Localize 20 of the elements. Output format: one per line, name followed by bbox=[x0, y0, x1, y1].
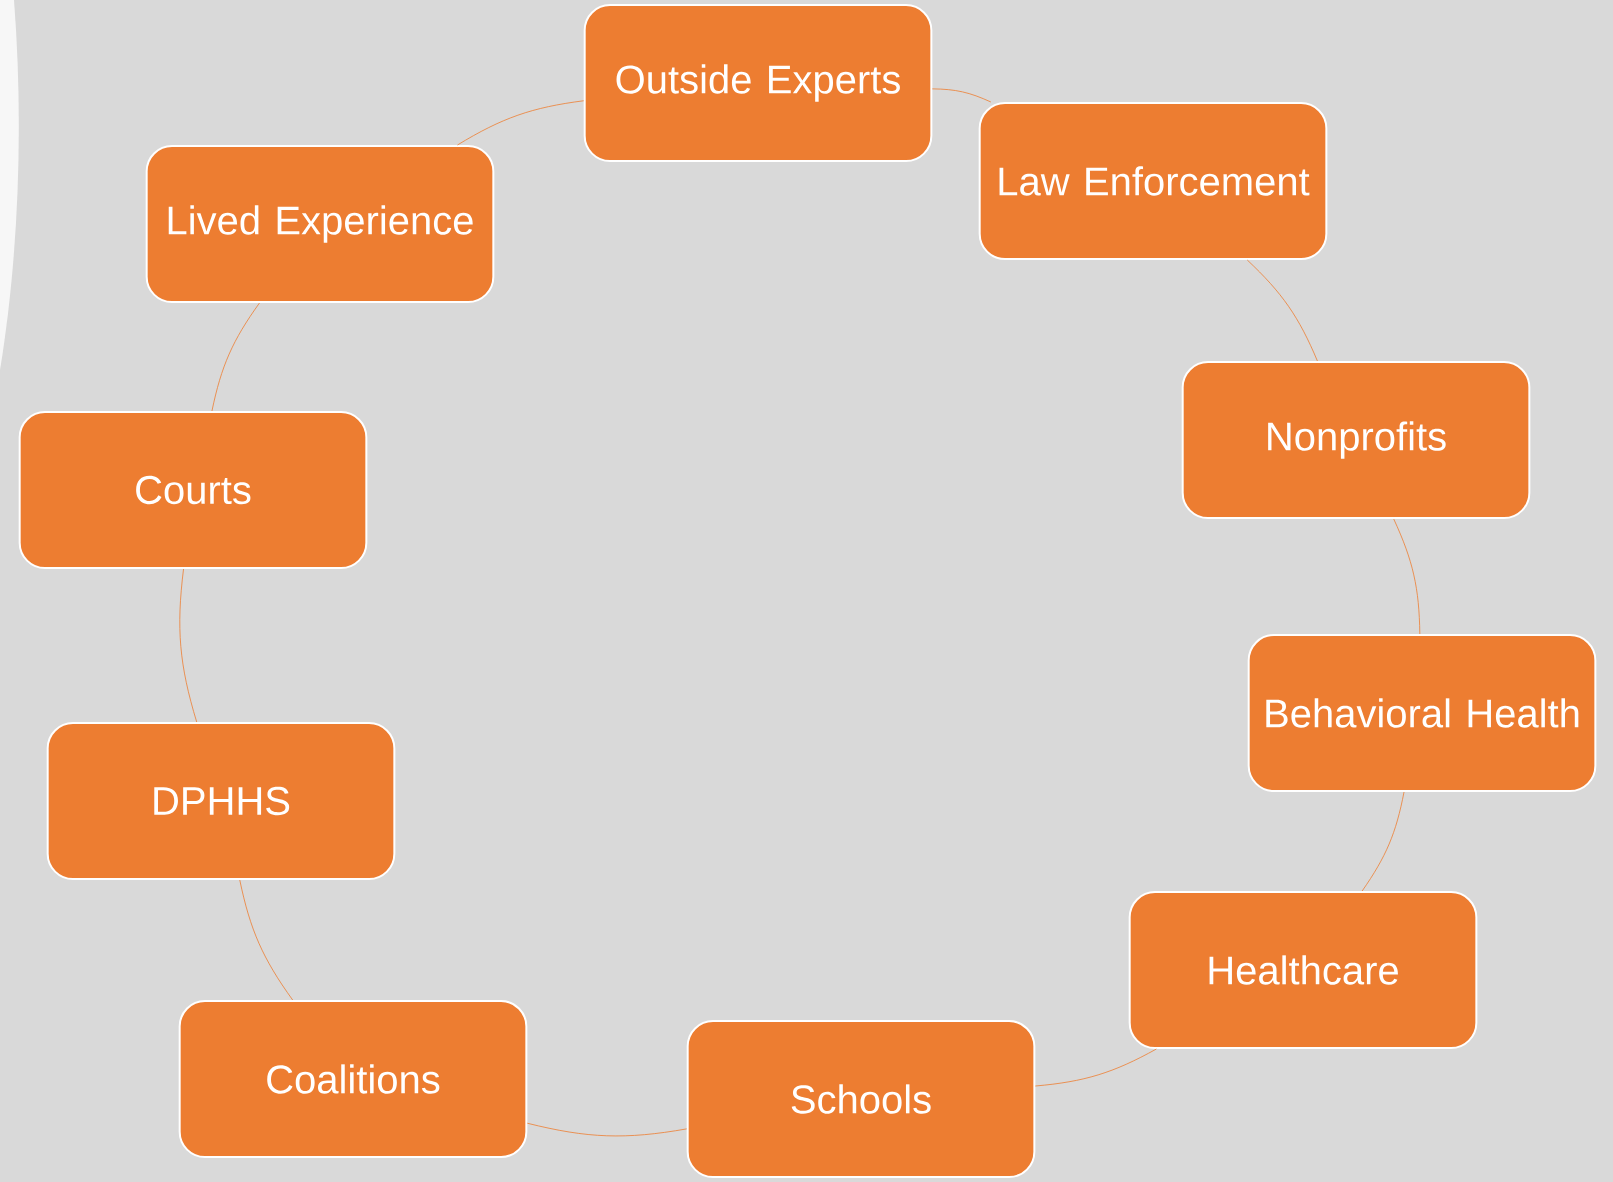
connector-arc bbox=[1361, 791, 1405, 892]
rounded-box: Behavioral Health bbox=[1247, 634, 1597, 792]
connector-arc bbox=[526, 1122, 688, 1137]
rounded-box: Schools bbox=[686, 1020, 1036, 1178]
connector-arc bbox=[1393, 518, 1421, 635]
rounded-box: Law Enforcement bbox=[978, 102, 1328, 260]
connector-arc bbox=[1034, 1048, 1157, 1087]
connector-arc bbox=[179, 568, 198, 723]
connector-arc bbox=[931, 88, 992, 103]
rounded-box: Coalitions bbox=[178, 1000, 528, 1158]
rounded-box: Courts bbox=[18, 411, 368, 569]
connector-arc bbox=[211, 302, 260, 412]
connector-arc bbox=[1246, 259, 1318, 362]
rounded-box: Nonprofits bbox=[1181, 361, 1531, 519]
connector-arc bbox=[239, 879, 294, 1001]
connector-arc bbox=[457, 100, 585, 146]
rounded-box: Outside Experts bbox=[583, 4, 933, 162]
rounded-box: Lived Experience bbox=[145, 145, 495, 303]
rounded-box: DPHHS bbox=[46, 722, 396, 880]
rounded-box: Healthcare bbox=[1128, 891, 1478, 1049]
